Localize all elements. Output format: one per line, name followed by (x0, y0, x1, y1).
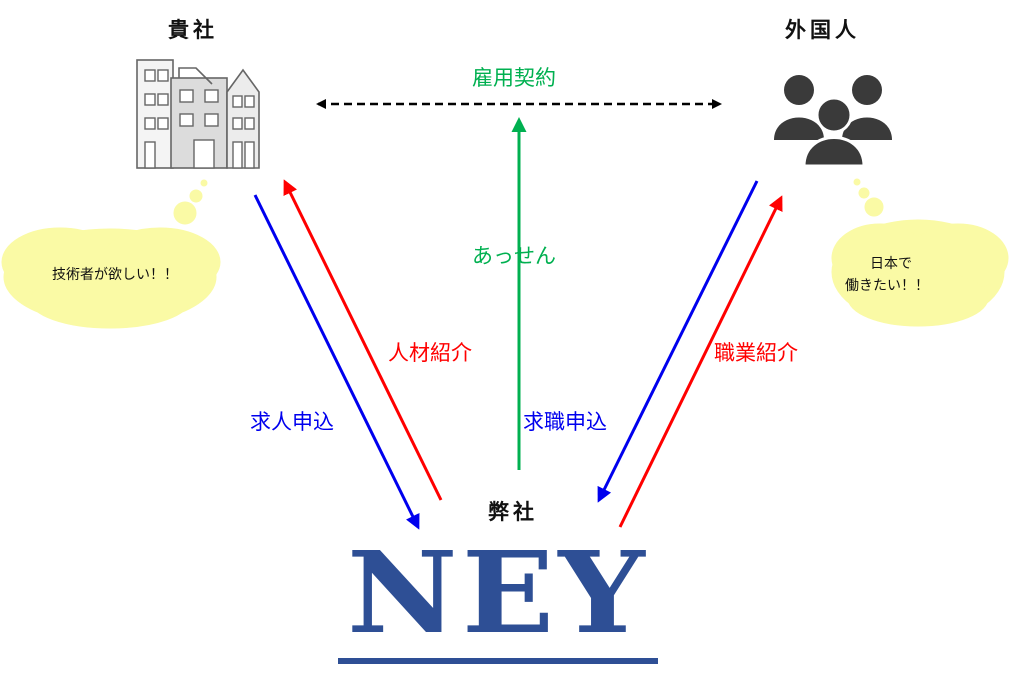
ney-logo: NEY (346, 528, 650, 659)
client-thought-bubble (1, 179, 221, 329)
company-label: 弊社 (488, 500, 538, 524)
foreigner-thought-bubble (831, 178, 1009, 327)
foreigner-label: 外国人 (785, 18, 860, 42)
people-group-icon (774, 75, 892, 168)
job-introduction-arrow (618, 195, 783, 528)
foreigner-wish-line2: 働きたい！！ (845, 278, 929, 294)
employment-contract-label: 雇用契約 (472, 66, 556, 90)
job-application-label: 求人申込 (250, 410, 334, 434)
mediation-label: あっせん (472, 244, 556, 268)
logo-underline (338, 658, 658, 664)
office-building-icon (136, 59, 260, 169)
talent-introduction-arrow (283, 179, 443, 501)
client-wish-text: 技術者が欲しい！！ (52, 267, 178, 283)
job-introduction-label: 職業紹介 (714, 341, 798, 365)
talent-introduction-label: 人材紹介 (388, 341, 472, 365)
client-label: 貴社 (168, 18, 218, 42)
job-seeking-application-arrow (597, 180, 759, 503)
foreigner-wish-line1: 日本で (870, 256, 912, 272)
job-application-arrow (253, 194, 420, 530)
job-seeking-application-label: 求職申込 (523, 410, 607, 434)
